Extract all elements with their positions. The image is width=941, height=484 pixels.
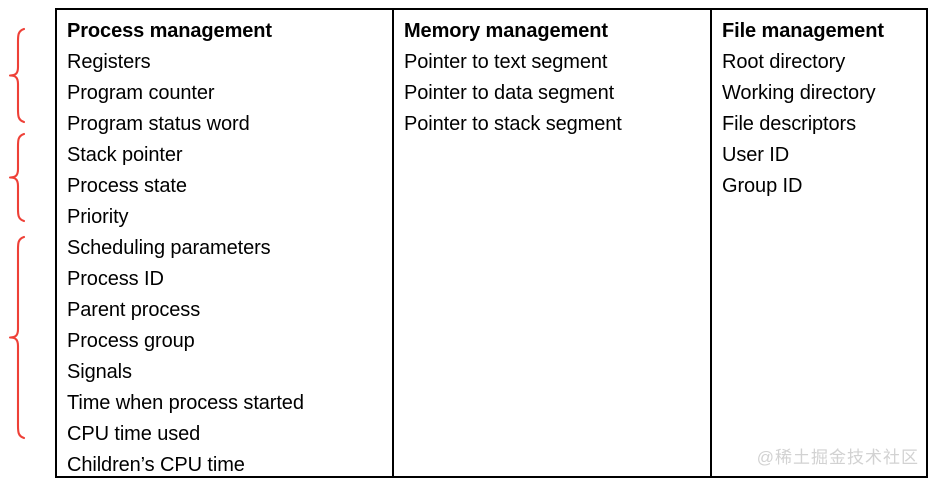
- column-header-process-management: Process management: [67, 20, 272, 42]
- table-row: Registers: [67, 51, 151, 73]
- table-row: Program counter: [67, 82, 215, 104]
- table-row: Group ID: [722, 175, 803, 197]
- table-row: Process group: [67, 330, 195, 352]
- row-group-braces: [0, 0, 56, 484]
- brace-3-path: [8, 235, 26, 440]
- table-row: Process ID: [67, 268, 164, 290]
- table-row: Stack pointer: [67, 144, 183, 166]
- table-row: CPU time used: [67, 423, 201, 445]
- column-header-file-management: File management: [722, 20, 884, 42]
- column-header-memory-management: Memory management: [404, 20, 608, 42]
- table-row: Parent process: [67, 299, 201, 321]
- table-row: Signals: [67, 361, 132, 383]
- pcb-fields-table: Process management Registers Program cou…: [55, 8, 928, 478]
- table-row: Priority: [67, 206, 129, 228]
- brace-group-svg: [8, 27, 26, 440]
- table-row: Children’s CPU time: [67, 454, 245, 476]
- table-row: Program status word: [67, 113, 250, 135]
- table-row: Working directory: [722, 82, 876, 104]
- table-row: Pointer to stack segment: [404, 113, 622, 135]
- table-row: Pointer to text segment: [404, 51, 608, 73]
- table-row: Pointer to data segment: [404, 82, 615, 104]
- brace-2-path: [8, 132, 26, 223]
- table-row: Process state: [67, 175, 187, 197]
- column-file-management: File management Root directory Working d…: [712, 10, 926, 476]
- table-row: User ID: [722, 144, 790, 166]
- watermark-text: @稀土掘金技术社区: [756, 448, 919, 467]
- column-memory-management: Memory management Pointer to text segmen…: [394, 10, 712, 476]
- table-row: Root directory: [722, 51, 846, 73]
- table-row: Scheduling parameters: [67, 237, 271, 259]
- table-row: Time when process started: [67, 392, 304, 414]
- brace-1-path: [8, 27, 26, 124]
- table-row: File descriptors: [722, 113, 856, 135]
- column-process-management: Process management Registers Program cou…: [57, 10, 394, 476]
